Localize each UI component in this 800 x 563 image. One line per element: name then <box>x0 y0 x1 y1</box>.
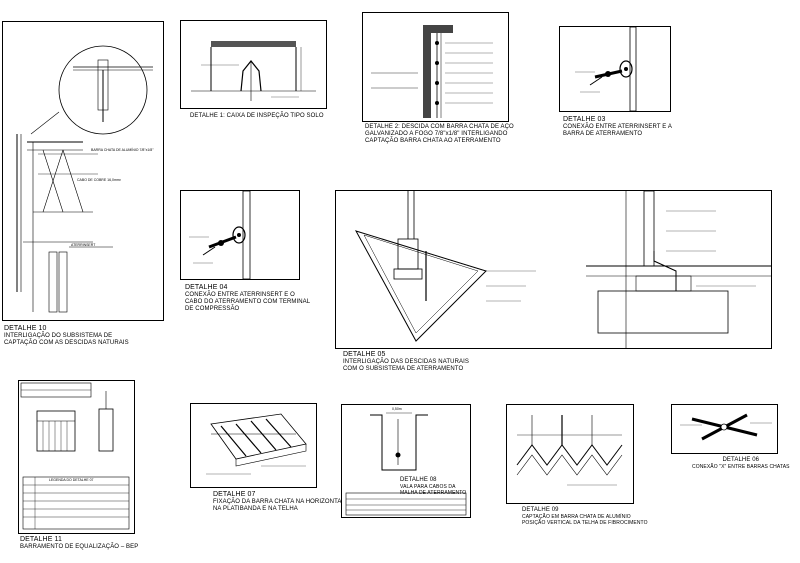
caption-detalhe-11: DETALHE 11 BARRAMENTO DE EQUALIZAÇÃO – B… <box>20 536 138 551</box>
drawing-detalhe-10 <box>16 45 153 313</box>
label-cabo-cobre: CABO DE COBRE 16,0mm² <box>77 178 121 182</box>
caption-detalhe-06: DETALHE 06 CONEXÃO "X" ENTRE BARRAS CHAT… <box>692 456 790 470</box>
title-detalhe-07: DETALHE 07 <box>213 491 256 498</box>
desc-detalhe-08-line2: MALHA DE ATERRAMENTO <box>400 490 467 496</box>
drawing-detalhe-1 <box>191 41 316 101</box>
label-aterrinsert: ATERRINSERT <box>71 243 96 247</box>
drawing-detalhe-03 <box>575 27 637 111</box>
desc-detalhe-2-line2: GALVANIZADO A FOGO 7/8"x1/8" INTERLIGAND… <box>365 131 508 137</box>
caption-detalhe-09: DETALHE 09 CAPTAÇÃO EM BARRA CHATA DE AL… <box>522 506 648 526</box>
desc-detalhe-07-line1: FIXAÇÃO DA BARRA CHATA NA HORIZONTAL <box>213 499 345 505</box>
dimension-050m: 0,50m <box>392 407 402 411</box>
caption-detalhe-05: DETALHE 05 INTERLIGAÇÃO DAS DESCIDAS NAT… <box>343 351 469 373</box>
panel-detalhe-08: 0,50m <box>341 404 471 518</box>
panel-detalhe-11: LEGENDA DO DETALHE 07 <box>18 380 135 534</box>
desc-detalhe-03-line2: BARRA DE ATERRAMENTO <box>563 131 643 137</box>
title-detalhe-05: DETALHE 05 <box>343 351 386 358</box>
panel-detalhe-09 <box>506 404 634 504</box>
drawing-detalhe-04 <box>189 191 251 279</box>
desc-detalhe-11-line1: BARRAMENTO DE EQUALIZAÇÃO – BEP <box>20 544 139 550</box>
desc-detalhe-05-line1: INTERLIGAÇÃO DAS DESCIDAS NATURAIS <box>343 359 469 365</box>
desc-detalhe-08-line1: VALA PARA CABOS DA <box>400 484 456 490</box>
panel-detalhe-05 <box>335 190 772 349</box>
desc-detalhe-06-line1: CONEXÃO "X" ENTRE BARRAS CHATAS <box>692 464 790 470</box>
desc-detalhe-04-line1: CONEXÃO ENTRE ATERRINSERT E O <box>185 292 295 298</box>
drawing-detalhe-08 <box>345 412 467 516</box>
caption-detalhe-03: DETALHE 03 CONEXÃO ENTRE ATERRINSERT E A… <box>563 116 672 138</box>
panel-detalhe-10: BARRA CHATA DE ALUMÍNIO 7/8"x1/8" CABO D… <box>2 21 164 321</box>
title-detalhe-10: DETALHE 10 <box>4 325 47 332</box>
title-detalhe-11: DETALHE 11 <box>20 536 62 543</box>
drawing-detalhe-2 <box>371 25 493 118</box>
panel-detalhe-06 <box>671 404 778 454</box>
desc-detalhe-2-line3: CAPTAÇÃO BARRA CHATA AO ATERRAMENTO <box>365 138 501 144</box>
drawing-detalhe-05 <box>354 191 771 348</box>
desc-detalhe-03-line1: CONEXÃO ENTRE ATERRINSERT E A <box>563 124 672 130</box>
drawing-detalhe-07 <box>206 413 307 475</box>
panel-detalhe-1 <box>180 20 327 109</box>
desc-detalhe-10-line1: INTERLIGAÇÃO DO SUBSISTEMA DE <box>4 333 113 339</box>
desc-detalhe-04-line3: DE COMPRESSÃO <box>185 306 240 312</box>
legend-detalhe-07-heading: LEGENDA DO DETALHE 07 <box>49 478 94 482</box>
caption-detalhe-07: DETALHE 07 FIXAÇÃO DA BARRA CHATA NA HOR… <box>213 491 345 513</box>
title-detalhe-06: DETALHE 06 <box>722 457 760 463</box>
panel-detalhe-2 <box>362 12 509 122</box>
desc-detalhe-09-line2: POSIÇÃO VERTICAL DA TELHA DE FIBROCIMENT… <box>522 520 648 526</box>
desc-detalhe-09-line1: CAPTAÇÃO EM BARRA CHATA DE ALUMÍNIO <box>522 514 631 520</box>
caption-detalhe-10: DETALHE 10 INTERLIGAÇÃO DO SUBSISTEMA DE… <box>4 325 129 347</box>
desc-detalhe-07-line2: NA PLATIBANDA E NA TELHA <box>213 506 298 512</box>
label-barra-chata: BARRA CHATA DE ALUMÍNIO 7/8"x1/8" <box>91 148 154 152</box>
desc-detalhe-2-line1: DETALHE 2: DESCIDA COM BARRA CHATA DE AÇ… <box>365 124 514 130</box>
caption-detalhe-1: DETALHE 1: CAIXA DE INSPEÇÃO TIPO SOLO <box>190 113 324 119</box>
caption-detalhe-04: DETALHE 04 CONEXÃO ENTRE ATERRINSERT E O… <box>185 284 310 313</box>
panel-detalhe-04 <box>180 190 300 280</box>
desc-detalhe-05-line2: COM O SUBSISTEMA DE ATERRAMENTO <box>343 366 464 372</box>
caption-detalhe-08: DETALHE 08 VALA PARA CABOS DA MALHA DE A… <box>400 476 466 496</box>
title-detalhe-09: DETALHE 09 <box>522 507 559 513</box>
drawing-detalhe-06 <box>680 413 772 441</box>
caption-detalhe-2: DETALHE 2: DESCIDA COM BARRA CHATA DE AÇ… <box>365 124 514 145</box>
desc-detalhe-04-line2: CABO DO ATERRAMENTO COM TERMINAL <box>185 299 311 305</box>
title-detalhe-04: DETALHE 04 <box>185 284 228 291</box>
panel-detalhe-07 <box>190 403 317 488</box>
title-detalhe-08: DETALHE 08 <box>400 477 437 483</box>
title-detalhe-03: DETALHE 03 <box>563 116 606 123</box>
panel-detalhe-03 <box>559 26 671 112</box>
drawing-detalhe-11 <box>20 382 130 530</box>
desc-detalhe-10-line2: CAPTAÇÃO COM AS DESCIDAS NATURAIS <box>4 340 129 346</box>
drawing-detalhe-09 <box>516 415 623 486</box>
